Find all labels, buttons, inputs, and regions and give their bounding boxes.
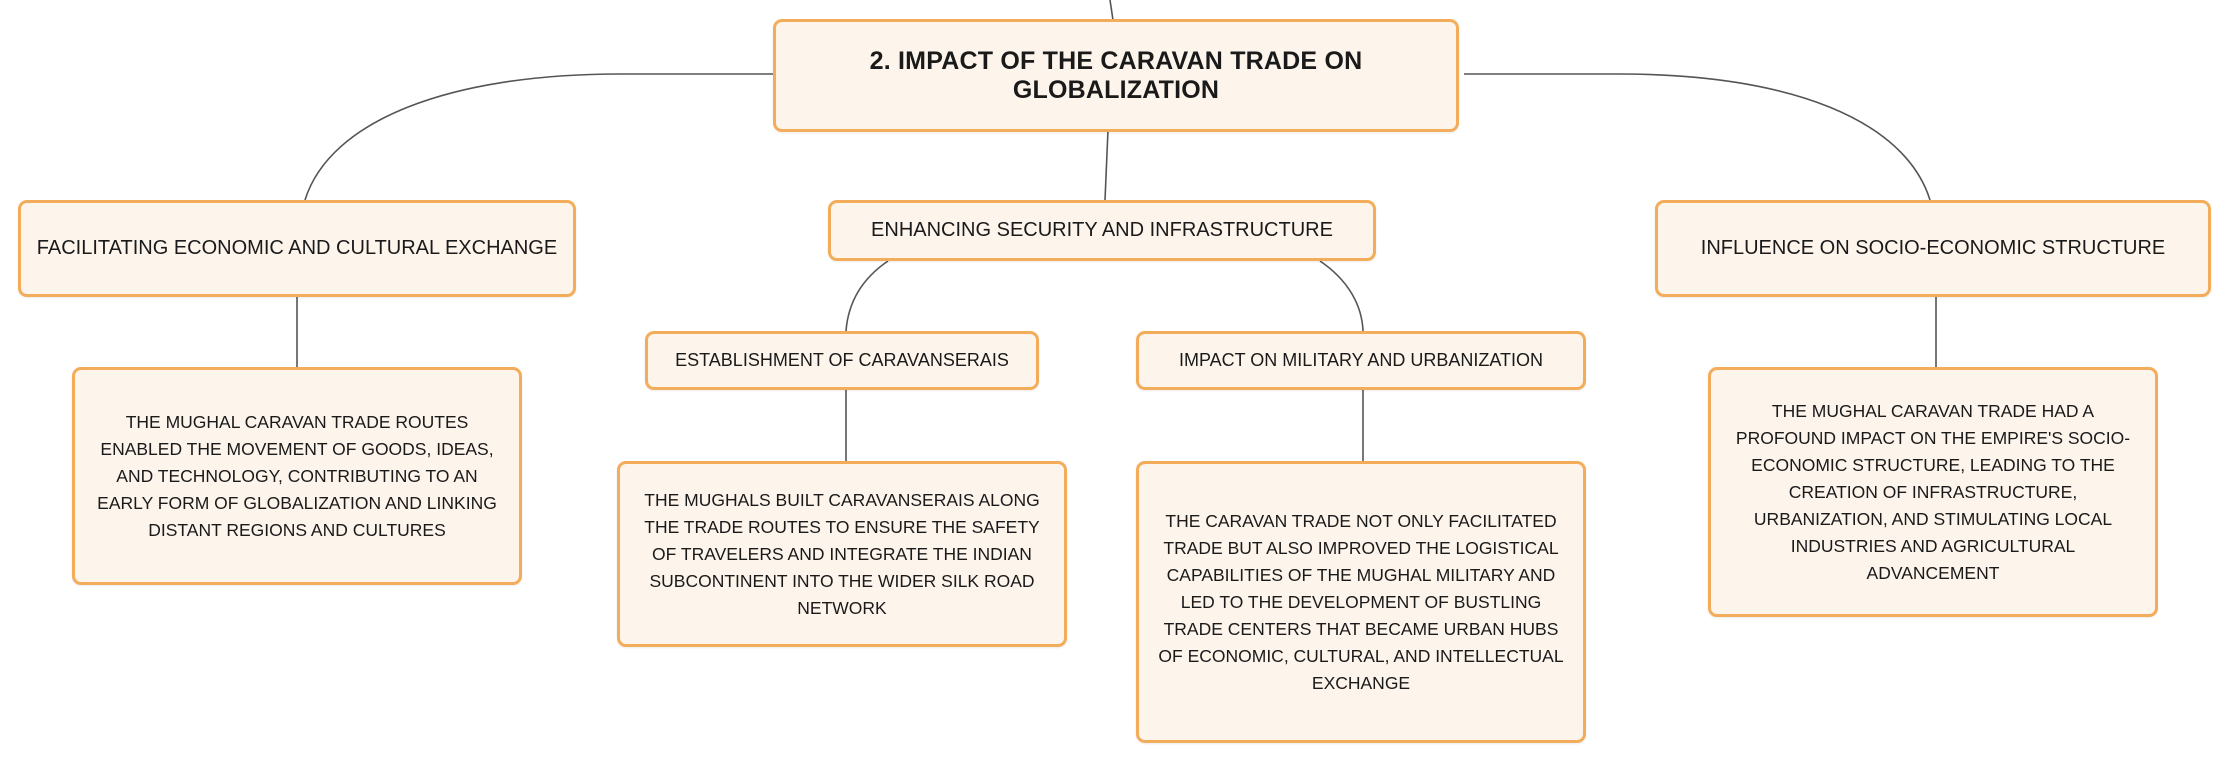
- connector-middle-to-caravanserais: [845, 260, 889, 332]
- connector-root-to-middle-branch: [1104, 129, 1109, 201]
- detail-military-urbanization[interactable]: THE CARAVAN TRADE NOT ONLY FACILITATED T…: [1136, 461, 1586, 743]
- detail-text: THE MUGHAL CARAVAN TRADE HAD A PROFOUND …: [1735, 400, 2131, 583]
- detail-socio-economic-structure[interactable]: THE MUGHAL CARAVAN TRADE HAD A PROFOUND …: [1708, 367, 2158, 617]
- detail-caravanserais[interactable]: THE MUGHALS BUILT CARAVANSERAIS ALONG TH…: [617, 461, 1067, 647]
- detail-text: THE MUGHALS BUILT CARAVANSERAIS ALONG TH…: [644, 489, 1040, 618]
- branch-economic-cultural-exchange[interactable]: FACILITATING ECONOMIC AND CULTURAL EXCHA…: [18, 200, 576, 297]
- branch-socio-economic-structure[interactable]: INFLUENCE ON SOCIO-ECONOMIC STRUCTURE: [1655, 200, 2211, 297]
- branch-security-infrastructure[interactable]: ENHANCING SECURITY AND INFRASTRUCTURE: [828, 200, 1376, 261]
- detail-economic-cultural-exchange[interactable]: THE MUGHAL CARAVAN TRADE ROUTES ENABLED …: [72, 367, 522, 585]
- root-topic-label: 2. IMPACT OF THE CARAVAN TRADE ON GLOBAL…: [869, 46, 1363, 104]
- subtopic-label: IMPACT ON MILITARY AND URBANIZATION: [1178, 350, 1544, 370]
- branch-label: FACILITATING ECONOMIC AND CULTURAL EXCHA…: [36, 237, 558, 259]
- detail-text: THE MUGHAL CARAVAN TRADE ROUTES ENABLED …: [97, 411, 497, 540]
- branch-label: ENHANCING SECURITY AND INFRASTRUCTURE: [871, 219, 1333, 241]
- connector-root-to-left-branch: [304, 73, 777, 201]
- connector-incoming: [1109, 0, 1114, 21]
- branch-label: INFLUENCE ON SOCIO-ECONOMIC STRUCTURE: [1700, 237, 2166, 259]
- connector-middle-to-military: [1319, 260, 1364, 332]
- root-topic[interactable]: 2. IMPACT OF THE CARAVAN TRADE ON GLOBAL…: [773, 19, 1459, 132]
- detail-text: THE CARAVAN TRADE NOT ONLY FACILITATED T…: [1158, 510, 1564, 693]
- subtopic-label: ESTABLISHMENT OF CARAVANSERAIS: [675, 350, 1009, 370]
- subtopic-caravanserais[interactable]: ESTABLISHMENT OF CARAVANSERAIS: [645, 331, 1039, 390]
- subtopic-military-urbanization[interactable]: IMPACT ON MILITARY AND URBANIZATION: [1136, 331, 1586, 390]
- connector-root-to-right-branch: [1464, 73, 1931, 201]
